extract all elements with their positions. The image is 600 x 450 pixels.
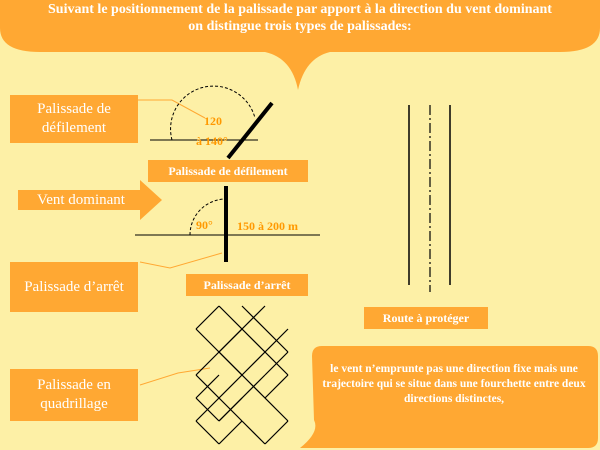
- arret-angle-label: 90°: [196, 218, 213, 232]
- arret-angle-arc: [189, 198, 227, 236]
- connector-arret: [139, 252, 223, 269]
- caption-route: Route à protéger: [364, 307, 488, 329]
- wind-arrow: [18, 180, 162, 220]
- connector-quadrillage: [139, 367, 211, 386]
- caption-arret: Palissade d’arrêt: [186, 274, 308, 296]
- connector-defilement: [138, 99, 206, 119]
- defilement-angle-label-2: à 140°: [196, 134, 228, 148]
- defilement-angle-label-1: 120: [204, 114, 222, 128]
- label-arret: Palissade d’arrêt: [10, 262, 138, 312]
- note-bubble: [300, 346, 598, 448]
- wind-note: le vent n’emprunte pas une direction fix…: [322, 363, 586, 405]
- defilement-fence: [226, 101, 274, 160]
- title-line-2: on distingue trois types de palissades:: [188, 18, 412, 34]
- arret-distance-label: 150 à 200 m: [237, 219, 298, 233]
- page-title: Suivant le positionnement de la palissad…: [0, 2, 600, 36]
- quadrillage-grid: [195, 305, 289, 445]
- label-defilement: Palissade de défilement: [10, 95, 138, 143]
- defilement-angle-arc: [170, 85, 256, 141]
- label-quadrillage: Palissade en quadrillage: [10, 369, 138, 421]
- title-line-1: Suivant le positionnement de la palissad…: [48, 2, 552, 17]
- title-banner: [0, 0, 600, 90]
- wind-label: Vent dominant: [37, 191, 125, 208]
- caption-defilement: Palissade de défilement: [148, 160, 308, 182]
